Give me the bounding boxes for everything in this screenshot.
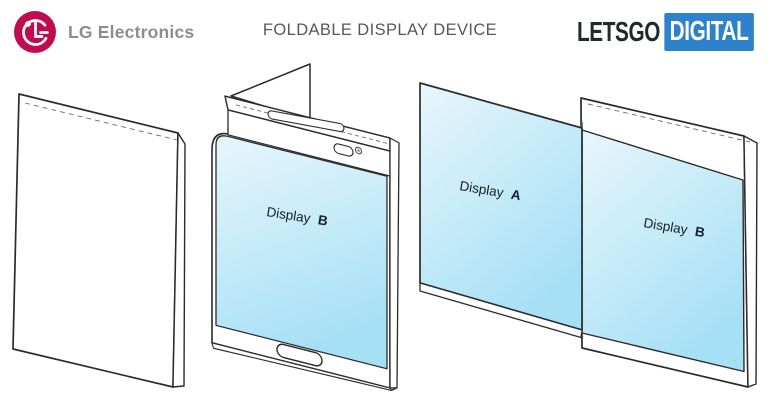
letsgo-wordmark: LETSGO <box>577 16 661 47</box>
display-b-word: Display <box>643 215 689 237</box>
speaker-slot <box>267 110 345 133</box>
back-hidden-edge-line <box>24 102 178 141</box>
display-b-letter: B <box>694 224 706 240</box>
display-a-word: Display <box>459 178 505 200</box>
display-b-screen-folded <box>215 135 388 370</box>
back-cover-face <box>12 93 179 388</box>
back-cover-side <box>172 132 186 388</box>
figure-unfolded: Display A Display B <box>419 82 758 388</box>
device-right-side <box>389 137 400 389</box>
lg-brand-name: LG Electronics <box>68 21 195 42</box>
panel-b-hidden-line <box>587 103 751 143</box>
folded-body <box>211 95 400 392</box>
digital-badge: DIGITAL <box>664 13 754 51</box>
panel-b-side <box>743 135 758 388</box>
display-a-letter: A <box>510 187 522 203</box>
earpiece-pill <box>333 143 354 157</box>
display-b-label: Display B <box>643 215 707 240</box>
camera-lens-dot <box>357 149 360 152</box>
home-button <box>276 343 323 367</box>
unfolded-panel-a <box>419 82 583 339</box>
figure-folded-front: Display B <box>211 63 400 392</box>
lg-logo-icon <box>14 11 56 53</box>
lg-logo-eye-dot <box>25 21 31 27</box>
lg-logo-face <box>22 19 49 46</box>
lg-electronics-lockup: LG Electronics <box>12 9 194 55</box>
page-title: FOLDABLE DISPLAY DEVICE <box>262 21 498 39</box>
display-a-label: Display A <box>459 178 523 203</box>
display-a-bottom-edge <box>419 282 583 339</box>
letsgo-digital-logo: LETSGO DIGITAL <box>577 13 754 51</box>
display-b-folded-letter: B <box>317 212 329 228</box>
display-b-folded-label: Display B <box>266 204 330 229</box>
unfolded-panel-b <box>580 97 758 388</box>
device-corner-edge <box>391 387 398 392</box>
display-b-folded-word: Display <box>266 204 312 226</box>
figure-folded-back <box>12 93 186 388</box>
